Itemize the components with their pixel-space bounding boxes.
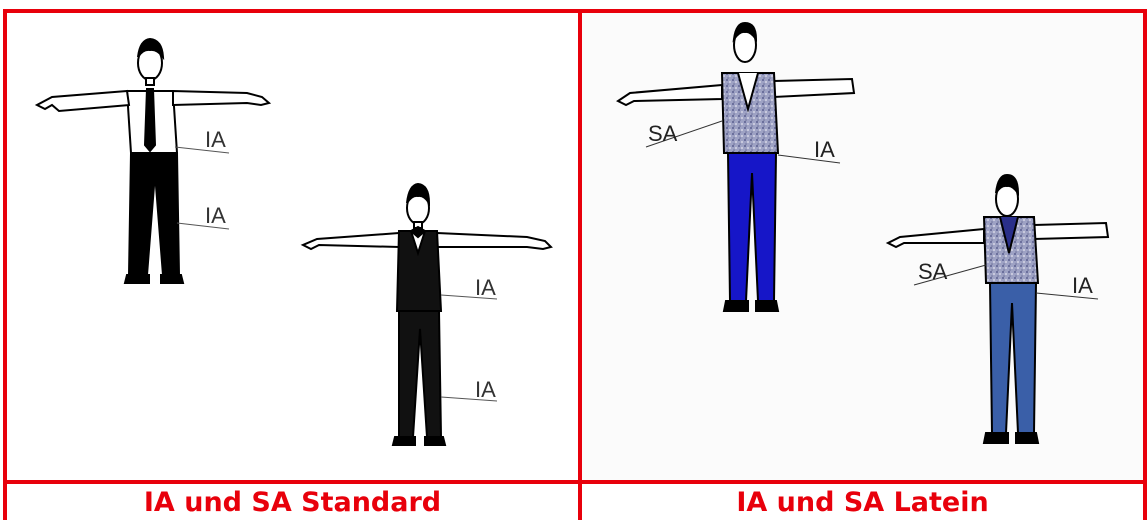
label-ia-waistcoat: IA <box>475 275 496 300</box>
panel-latein: SA IA SA IA <box>582 13 1143 480</box>
trousers-icon <box>127 152 181 276</box>
frame-divider-horizontal <box>3 480 1147 484</box>
hair-icon <box>406 182 431 207</box>
leader-line <box>440 396 498 402</box>
frame-divider-vertical <box>578 9 582 520</box>
trousers-icon <box>988 282 1038 434</box>
standard-figure-shirt-tie <box>34 37 272 284</box>
caption-standard: IA und SA Standard <box>143 486 442 518</box>
standard-figure-waistcoat <box>300 182 553 446</box>
frame-border-top <box>3 9 1147 13</box>
label-ia-trousers-2: IA <box>1072 273 1093 298</box>
caption-latein: IA und SA Latein <box>736 486 989 518</box>
leader-line <box>913 264 987 286</box>
label-sa-shirt-2: SA <box>918 259 948 284</box>
leader-line <box>645 120 723 148</box>
frame-border-left <box>3 9 7 520</box>
trousers-icon <box>726 152 778 302</box>
frame-border-right <box>1143 9 1147 520</box>
latein-illustration: SA IA SA IA <box>616 21 1110 444</box>
tie-icon <box>143 88 157 153</box>
standard-illustration: IA IA IA IA <box>34 37 553 446</box>
label-sa-shirt: SA <box>648 121 678 146</box>
leader-line <box>777 154 841 164</box>
latein-figure-1 <box>616 21 856 312</box>
hair-icon <box>137 37 165 61</box>
panel-standard: IA IA IA IA <box>7 13 578 480</box>
label-ia-trousers-2: IA <box>475 377 496 402</box>
leader-line <box>1035 292 1099 300</box>
hair-icon <box>732 21 758 43</box>
label-ia-trousers: IA <box>814 137 835 162</box>
leader-line <box>440 294 498 300</box>
leader-line <box>176 222 230 230</box>
leader-line <box>174 146 230 154</box>
label-ia-trousers: IA <box>205 203 226 228</box>
trousers-icon <box>398 310 443 438</box>
bow-tie-icon <box>409 225 427 239</box>
hair-icon <box>995 173 1020 197</box>
latein-figure-2 <box>885 173 1110 444</box>
label-ia-shirt: IA <box>205 127 226 152</box>
